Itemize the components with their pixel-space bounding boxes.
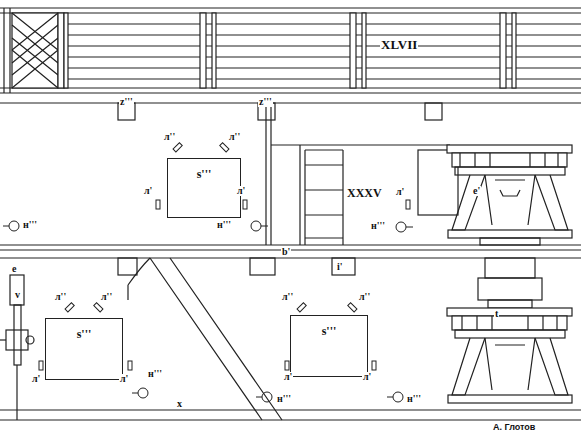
callout-label: b' (281, 247, 291, 257)
callout-label: v (14, 290, 21, 300)
callout-label: л'' (163, 132, 176, 142)
callout-label: XLVII (380, 38, 418, 51)
callout-label: л' (31, 374, 41, 384)
callout-label: л' (119, 374, 129, 384)
callout-label: л'' (358, 292, 371, 302)
callout-label: н''' (216, 220, 232, 230)
callout-label: л' (362, 372, 372, 382)
hatch-box: s''' (45, 318, 123, 380)
hatch-label: s''' (46, 327, 122, 342)
callout-label: н''' (370, 221, 386, 231)
callout-label: н''' (276, 394, 292, 404)
callout-label: x (176, 399, 183, 409)
callout-label: z''' (258, 97, 273, 107)
hatch-box: s''' (167, 158, 241, 218)
callout-label: н''' (147, 369, 163, 379)
callout-label: л'' (281, 292, 294, 302)
callout-label: н''' (406, 394, 422, 404)
callout-label: л' (283, 372, 293, 382)
callout-label: л' (236, 186, 246, 196)
callout-label: л'' (100, 292, 113, 302)
hatch-label: s''' (168, 167, 240, 182)
callout-label: z''' (119, 97, 134, 107)
callout-label: н''' (22, 220, 38, 230)
hatch-box: s''' (290, 315, 368, 377)
callout-label: л'' (228, 132, 241, 142)
hatch-label: s''' (291, 324, 367, 339)
callout-label: л'' (54, 292, 67, 302)
author-signature: А. Глотов (492, 423, 536, 432)
callout-label: л' (395, 187, 405, 197)
callout-label: e (11, 264, 17, 274)
callout-label: i' (336, 262, 344, 272)
callout-label: t (494, 309, 499, 319)
callout-label: XXXV (346, 187, 383, 199)
callout-label: л' (143, 186, 153, 196)
callout-label: e' (472, 186, 481, 196)
